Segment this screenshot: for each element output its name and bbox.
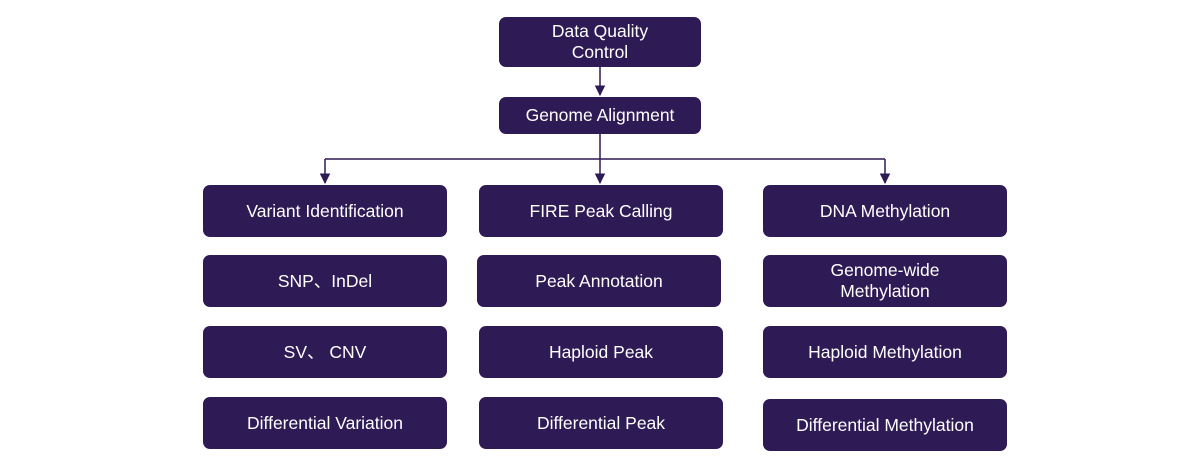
variant-identification-label: Variant Identification bbox=[246, 200, 404, 221]
sv-cnv-label: SV、 CNV bbox=[283, 341, 367, 362]
variant-identification-box: Variant Identification bbox=[203, 185, 447, 237]
genome-alignment-label: Genome Alignment bbox=[525, 105, 675, 125]
haploid-peak-label: Haploid Peak bbox=[548, 341, 654, 362]
differential-peak-box: Differential Peak bbox=[479, 397, 723, 449]
snp-indel-box: SNP、InDel bbox=[203, 255, 447, 307]
snp-indel-label: SNP、InDel bbox=[277, 270, 373, 291]
differential-methylation-box: Differential Methylation bbox=[763, 399, 1007, 451]
haploid-methylation-box: Haploid Methylation bbox=[763, 326, 1007, 378]
genome-alignment-box: Genome Alignment bbox=[499, 97, 701, 134]
peak-annotation-box: Peak Annotation bbox=[477, 255, 721, 307]
genome-wide-methylation-box: Genome-wide Methylation bbox=[763, 255, 1007, 307]
differential-peak-label: Differential Peak bbox=[536, 412, 666, 433]
sv-cnv-box: SV、 CNV bbox=[203, 326, 447, 378]
dna-methylation-label: DNA Methylation bbox=[819, 200, 951, 221]
fire-peak-calling-box: FIRE Peak Calling bbox=[479, 185, 723, 237]
peak-annotation-label: Peak Annotation bbox=[535, 270, 663, 291]
fire-peak-calling-label: FIRE Peak Calling bbox=[529, 200, 673, 221]
quality-control-label: Data Quality Control bbox=[551, 21, 649, 62]
differential-methylation-label: Differential Methylation bbox=[796, 414, 974, 435]
differential-variation-label: Differential Variation bbox=[247, 412, 403, 433]
dna-methylation-box: DNA Methylation bbox=[763, 185, 1007, 237]
quality-control-box: Data Quality Control bbox=[499, 17, 701, 67]
haploid-peak-box: Haploid Peak bbox=[479, 326, 723, 378]
genome-wide-methylation-label: Genome-wide Methylation bbox=[830, 260, 940, 301]
differential-variation-box: Differential Variation bbox=[203, 397, 447, 449]
haploid-methylation-label: Haploid Methylation bbox=[808, 341, 962, 362]
